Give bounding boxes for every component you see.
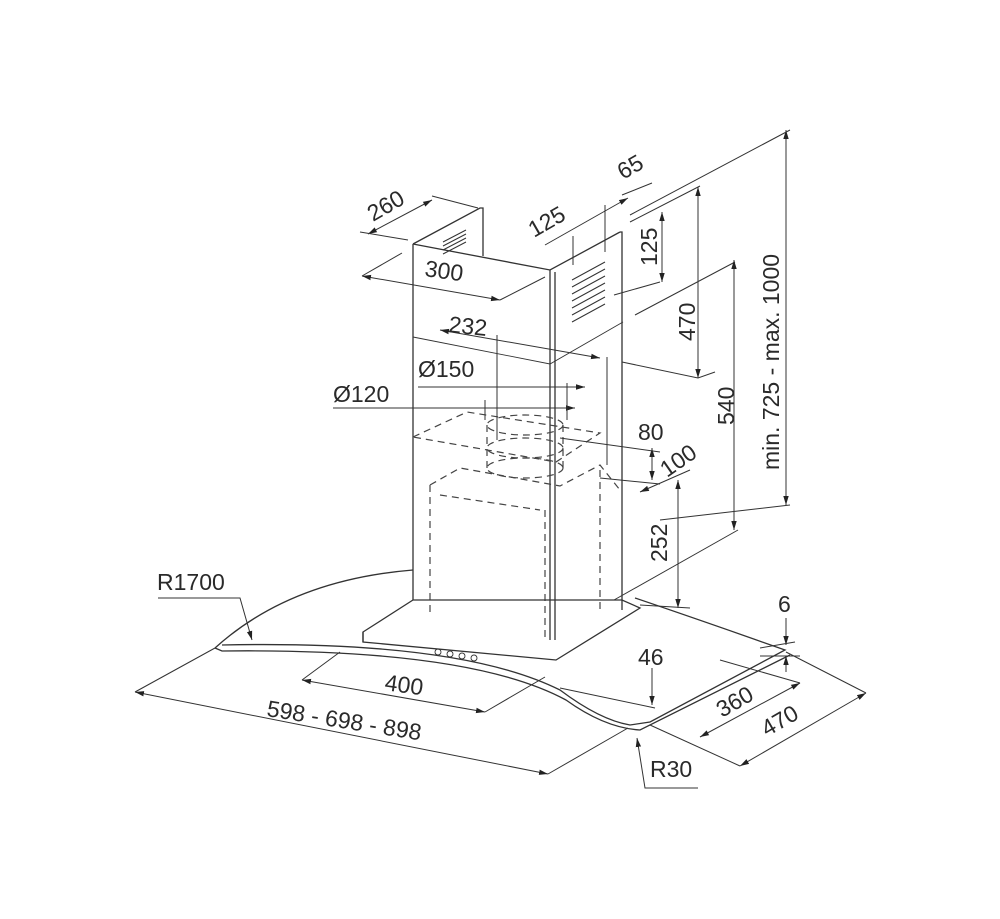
vent-grille-left <box>442 229 467 255</box>
glass-canopy <box>214 569 791 731</box>
label-r1700: R1700 <box>157 569 225 595</box>
label-80: 80 <box>638 419 664 445</box>
label-252: 252 <box>646 524 672 562</box>
label-dia-120: Ø120 <box>333 381 389 407</box>
label-470-vertical: 470 <box>674 303 700 341</box>
dimension-lines <box>134 129 867 789</box>
label-232: 232 <box>447 311 488 341</box>
label-300: 300 <box>423 255 465 286</box>
dimension-labels: 260 300 232 Ø150 Ø120 125 65 125 470 540… <box>157 149 803 782</box>
label-125-vertical: 125 <box>636 228 662 266</box>
label-46: 46 <box>638 644 664 670</box>
label-470-depth: 470 <box>757 700 803 742</box>
label-125-horizontal: 125 <box>524 201 570 243</box>
label-400: 400 <box>383 669 425 700</box>
label-r30: R30 <box>650 756 692 782</box>
label-540: 540 <box>713 387 739 425</box>
hood-body <box>362 599 642 662</box>
hidden-lines <box>411 411 621 640</box>
label-360: 360 <box>712 681 758 723</box>
label-dia-150: Ø150 <box>418 356 474 382</box>
label-hood-width: 598 - 698 - 898 <box>265 695 423 745</box>
label-height-range: min. 725 - max. 1000 <box>758 254 784 470</box>
vent-grille-right <box>571 261 606 323</box>
label-6: 6 <box>778 591 791 617</box>
label-100: 100 <box>655 439 701 482</box>
label-260: 260 <box>363 185 409 227</box>
label-65: 65 <box>613 149 648 184</box>
